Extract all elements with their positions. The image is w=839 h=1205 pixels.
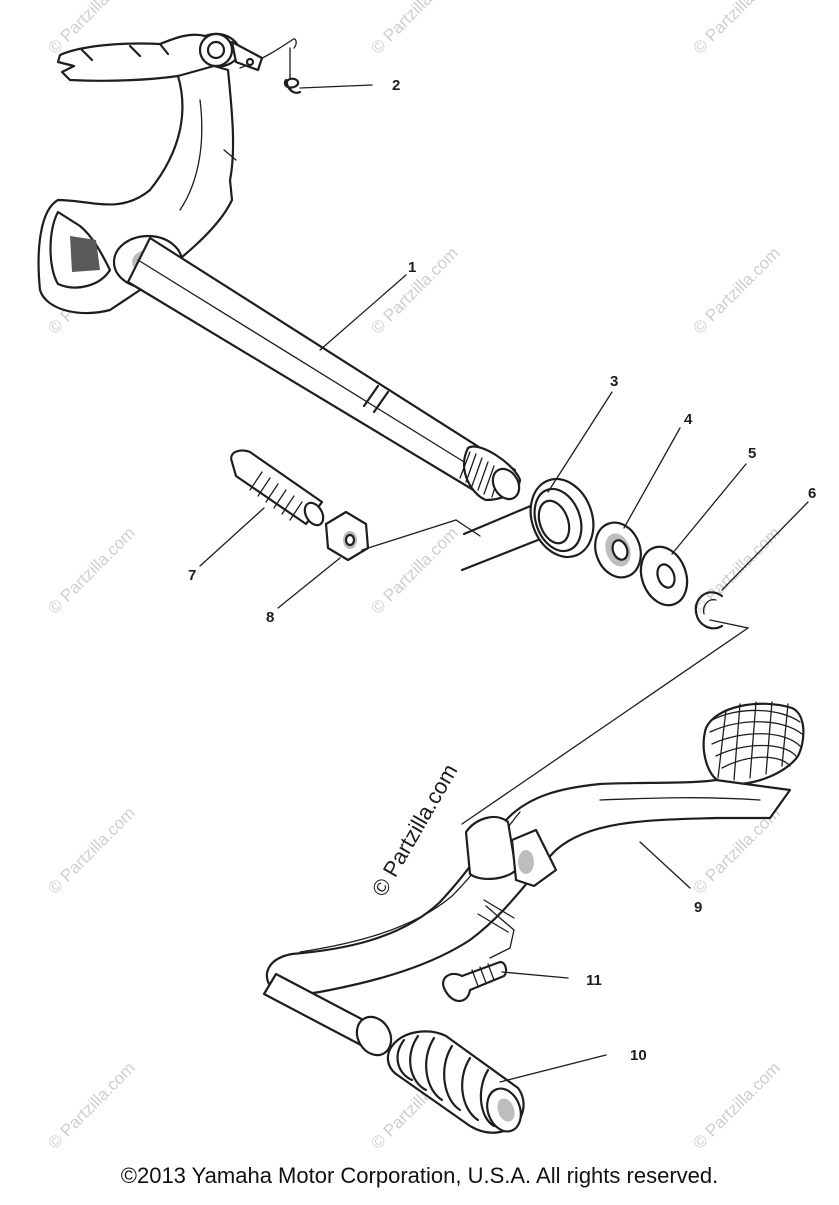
part-8-nut bbox=[324, 510, 370, 562]
part-11-bolt bbox=[442, 960, 508, 1003]
watermark: © Partzilla.com bbox=[689, 243, 783, 337]
callout-7: 7 bbox=[188, 567, 196, 584]
callout-6: 6 bbox=[808, 485, 816, 502]
callout-8: 8 bbox=[266, 609, 274, 626]
watermark: © Partzilla.com bbox=[367, 523, 461, 617]
callout-4: 4 bbox=[684, 411, 693, 428]
watermark: © Partzilla.com bbox=[689, 523, 783, 617]
watermark: © Partzilla.com bbox=[44, 1058, 138, 1152]
leader-3 bbox=[547, 391, 613, 493]
part-4-collar bbox=[594, 521, 642, 579]
callout-5: 5 bbox=[748, 445, 756, 462]
copyright-footer: ©2013 Yamaha Motor Corporation, U.S.A. A… bbox=[120, 1163, 719, 1188]
leader-11 bbox=[501, 971, 569, 979]
callout-labels: 1 2 3 4 5 6 7 8 9 10 11 bbox=[188, 77, 816, 1064]
watermark: © Partzilla.com bbox=[367, 0, 461, 58]
leader-8 bbox=[277, 557, 341, 609]
callout-3: 3 bbox=[610, 373, 618, 390]
leader-lines bbox=[199, 84, 809, 1083]
part-1-shift-shaft bbox=[126, 236, 522, 502]
watermark: © Partzilla.com bbox=[44, 523, 138, 617]
callout-9: 9 bbox=[694, 899, 702, 916]
leader-7 bbox=[199, 507, 265, 567]
leader-4 bbox=[623, 427, 681, 529]
part-9-shift-pedal bbox=[262, 701, 805, 1057]
watermark-prominent: © Partzilla.com bbox=[367, 760, 463, 901]
callout-10: 10 bbox=[630, 1047, 647, 1064]
watermark: © Partzilla.com bbox=[367, 243, 461, 337]
leader-5 bbox=[671, 463, 747, 555]
callout-11: 11 bbox=[586, 972, 602, 989]
part-10-rubber bbox=[386, 1030, 525, 1134]
assembly-lines bbox=[361, 519, 750, 959]
watermark: © Partzilla.com bbox=[689, 1058, 783, 1152]
part-6-circlip bbox=[694, 591, 724, 630]
watermark: © Partzilla.com bbox=[44, 803, 138, 897]
callout-2: 2 bbox=[392, 77, 400, 94]
part-3-return-spring bbox=[460, 477, 595, 572]
leader-2 bbox=[299, 84, 373, 89]
callout-1: 1 bbox=[408, 259, 416, 276]
part-5-washer bbox=[639, 545, 689, 607]
part-7-stud-bolt bbox=[230, 449, 325, 527]
leader-9 bbox=[639, 841, 691, 889]
watermark: © Partzilla.com bbox=[689, 0, 783, 58]
leader-6 bbox=[721, 501, 809, 591]
leader-10 bbox=[499, 1054, 607, 1083]
leader-1 bbox=[319, 274, 407, 351]
